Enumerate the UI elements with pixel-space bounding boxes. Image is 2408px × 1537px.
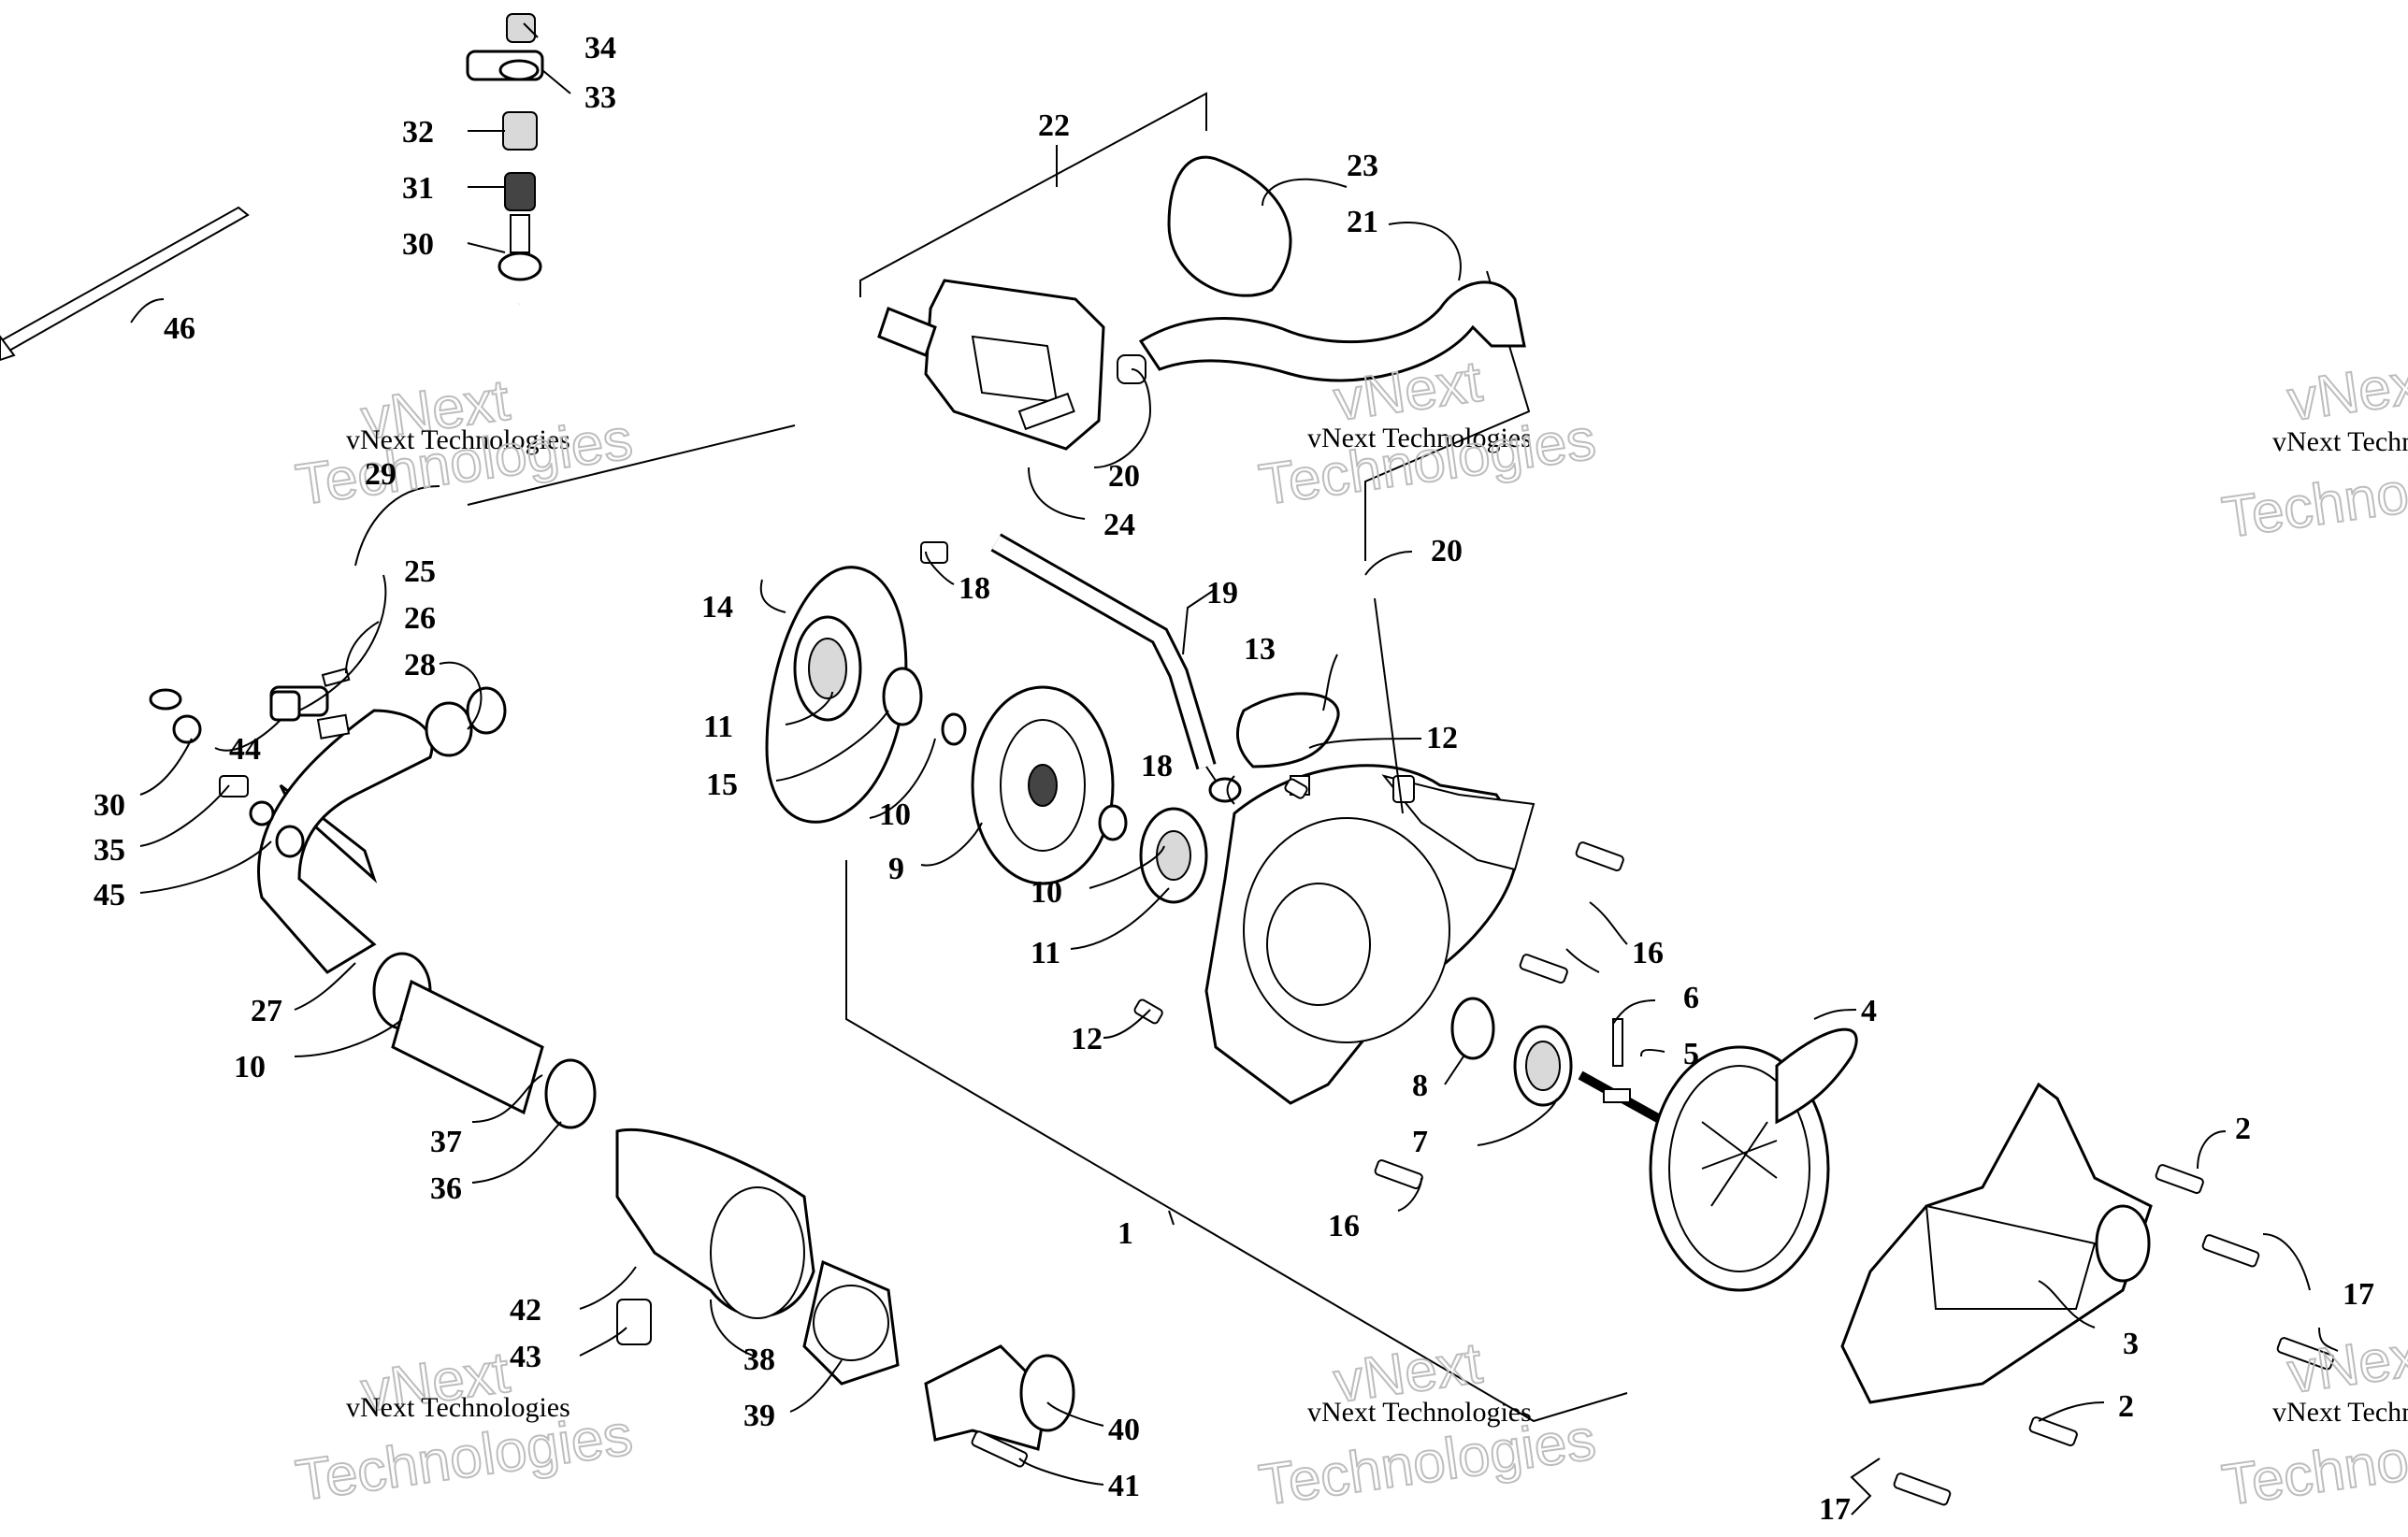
callout-labels: 1 2 2 3 4 5 6 7 8 9 10 10 10 11 11 12 12… [94, 31, 2374, 1527]
callout-6: 6 [1683, 981, 1699, 1015]
bleed-fitting-stack [466, 13, 544, 281]
callout-17: 17 [2343, 1277, 2374, 1312]
callout-23: 23 [1347, 149, 1378, 183]
callout-12: 12 [1426, 721, 1458, 755]
watermark-line1: vNext [2284, 1321, 2408, 1405]
callout-43: 43 [510, 1340, 541, 1374]
callout-34: 34 [584, 31, 616, 65]
callout-20: 20 [1431, 534, 1463, 568]
callout-22: 22 [1038, 108, 1070, 143]
callout-42: 42 [510, 1293, 541, 1328]
callout-27: 27 [251, 994, 282, 1028]
callout-30: 30 [402, 227, 434, 262]
bypass-hose-29 [93, 300, 528, 711]
pump-cover-3 [1840, 1082, 2153, 1404]
callout-28: 28 [404, 648, 436, 682]
callout-24: 24 [1103, 508, 1135, 542]
callout-19: 19 [1206, 576, 1238, 610]
callout-15: 15 [706, 768, 738, 802]
callout-26: 26 [404, 601, 436, 636]
callout-31: 31 [402, 171, 434, 206]
thermostat-stack [257, 685, 1075, 1468]
callout-11: 11 [703, 710, 733, 744]
callout-12: 12 [1071, 1022, 1103, 1056]
callout-25: 25 [404, 554, 436, 589]
callout-38: 38 [743, 1343, 775, 1377]
callout-18: 18 [959, 571, 990, 606]
callout-7: 7 [1412, 1125, 1428, 1159]
callout-10: 10 [879, 797, 911, 832]
bolts-16 [1374, 841, 1624, 1190]
hose-19 [920, 533, 1242, 803]
callout-10: 10 [234, 1050, 266, 1085]
callout-5: 5 [1683, 1037, 1699, 1071]
callout-16: 16 [1328, 1209, 1360, 1243]
impeller-4 [1649, 1027, 1858, 1292]
callout-13: 13 [1244, 632, 1276, 667]
watermark-brand: vNext Technologies [2272, 1397, 2408, 1428]
callout-3: 3 [2123, 1327, 2139, 1361]
watermark-brand: vNext Technologies [346, 1392, 570, 1423]
callout-21: 21 [1347, 205, 1378, 239]
watermark-line1: vNext [2284, 349, 2408, 433]
callout-39: 39 [743, 1399, 775, 1433]
callout-17: 17 [1819, 1492, 1851, 1527]
watermark-brand: vNext Technologies [2272, 426, 2408, 457]
callout-9: 9 [888, 852, 904, 886]
callout-20: 20 [1108, 459, 1140, 494]
callout-14: 14 [701, 590, 733, 625]
callout-10: 10 [1031, 875, 1062, 910]
callout-40: 40 [1108, 1413, 1140, 1447]
seal-13 [1235, 692, 1340, 768]
callout-4: 4 [1861, 994, 1877, 1028]
callout-8: 8 [1412, 1069, 1428, 1103]
callout-44: 44 [229, 732, 261, 767]
bolts-2-17 [1893, 1164, 2335, 1506]
callout-2: 2 [2118, 1389, 2134, 1424]
callout-1: 1 [1117, 1216, 1133, 1251]
callout-16: 16 [1632, 936, 1664, 970]
callout-11: 11 [1031, 936, 1060, 970]
fuel-pump-assembly-22 [877, 155, 1526, 451]
callout-18: 18 [1141, 749, 1173, 783]
callout-leaders [130, 22, 2339, 1515]
callout-37: 37 [430, 1125, 462, 1159]
pump-housing-cover [1204, 764, 1536, 1105]
callout-30: 30 [94, 788, 125, 823]
watermark-brand: vNext Technologies [1307, 423, 1532, 453]
callout-41: 41 [1108, 1469, 1140, 1503]
watermark-brand: vNext Technologies [346, 424, 570, 455]
callout-32: 32 [402, 115, 434, 150]
callout-29: 29 [365, 457, 397, 492]
small-fittings [172, 668, 507, 858]
callout-33: 33 [584, 80, 616, 115]
callout-46: 46 [164, 311, 195, 346]
callout-2: 2 [2235, 1112, 2251, 1146]
gear-bearing-stack [765, 566, 1208, 904]
cable-tie-46 [0, 206, 250, 362]
callout-36: 36 [430, 1171, 462, 1206]
callout-45: 45 [94, 878, 125, 912]
watermark-brand: vNext Technologies [1307, 1397, 1532, 1428]
callout-35: 35 [94, 833, 125, 868]
